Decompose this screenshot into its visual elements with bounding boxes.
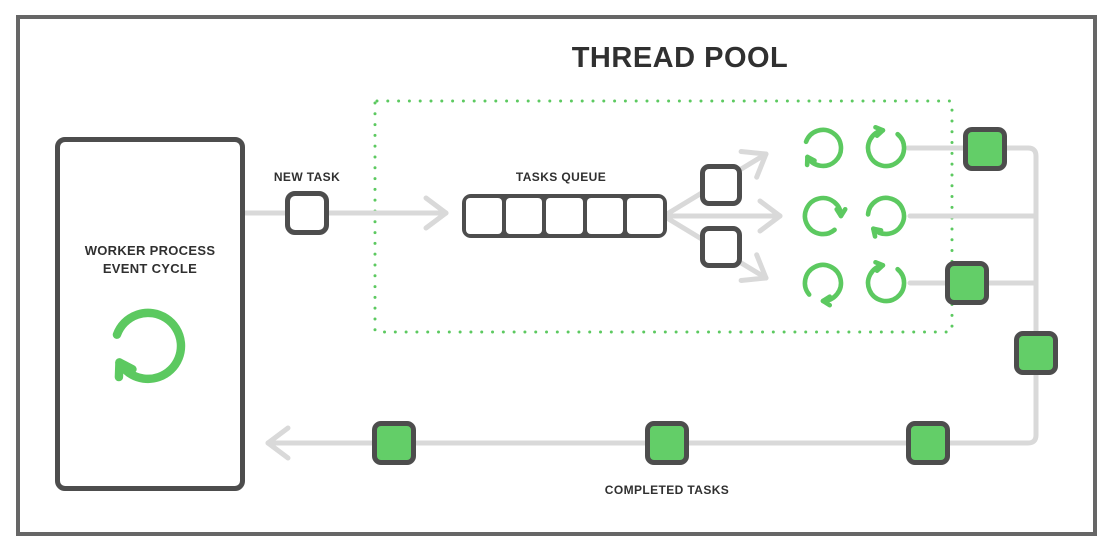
tasks-queue bbox=[462, 194, 667, 238]
worker-process-box: WORKER PROCESS EVENT CYCLE bbox=[55, 137, 245, 491]
completed-tasks-label: COMPLETED TASKS bbox=[604, 483, 730, 497]
tasks-queue-label: TASKS QUEUE bbox=[515, 170, 607, 184]
completed-task-square bbox=[645, 421, 689, 465]
cycle-arrow-icon bbox=[865, 125, 907, 169]
worker-process-label-line2: EVENT CYCLE bbox=[102, 261, 198, 276]
cycle-arrow-icon bbox=[803, 127, 844, 169]
cycle-arrow-icon bbox=[112, 308, 186, 384]
cycle-arrow-icon bbox=[865, 260, 907, 304]
queue-slot bbox=[586, 198, 623, 234]
completed-task-square bbox=[372, 421, 416, 465]
cycle-arrow-icon bbox=[802, 262, 844, 308]
completed-task-square bbox=[945, 261, 989, 305]
completed-task-square bbox=[1014, 331, 1058, 375]
completed-task-square bbox=[963, 127, 1007, 171]
pending-task-square bbox=[700, 164, 742, 206]
worker-process-label-line1: WORKER PROCESS bbox=[84, 243, 216, 258]
pending-task-square bbox=[700, 226, 742, 268]
cycle-arrow-icon bbox=[865, 195, 907, 239]
thread-pool-boundary bbox=[373, 99, 954, 334]
completed-tasks-return-line bbox=[265, 145, 1039, 461]
queue-slot bbox=[626, 198, 664, 234]
diagram-title: THREAD POOL bbox=[571, 42, 789, 74]
new-task-square bbox=[285, 191, 329, 235]
queue-slot bbox=[506, 198, 543, 234]
worker-process-label: WORKER PROCESS EVENT CYCLE bbox=[60, 242, 240, 278]
completed-task-square bbox=[906, 421, 950, 465]
diagram-frame bbox=[16, 15, 1097, 536]
new-task-label: NEW TASK bbox=[273, 170, 341, 184]
queue-slot bbox=[466, 198, 503, 234]
queue-slot bbox=[546, 198, 583, 234]
cycle-arrow-icon bbox=[802, 195, 848, 237]
